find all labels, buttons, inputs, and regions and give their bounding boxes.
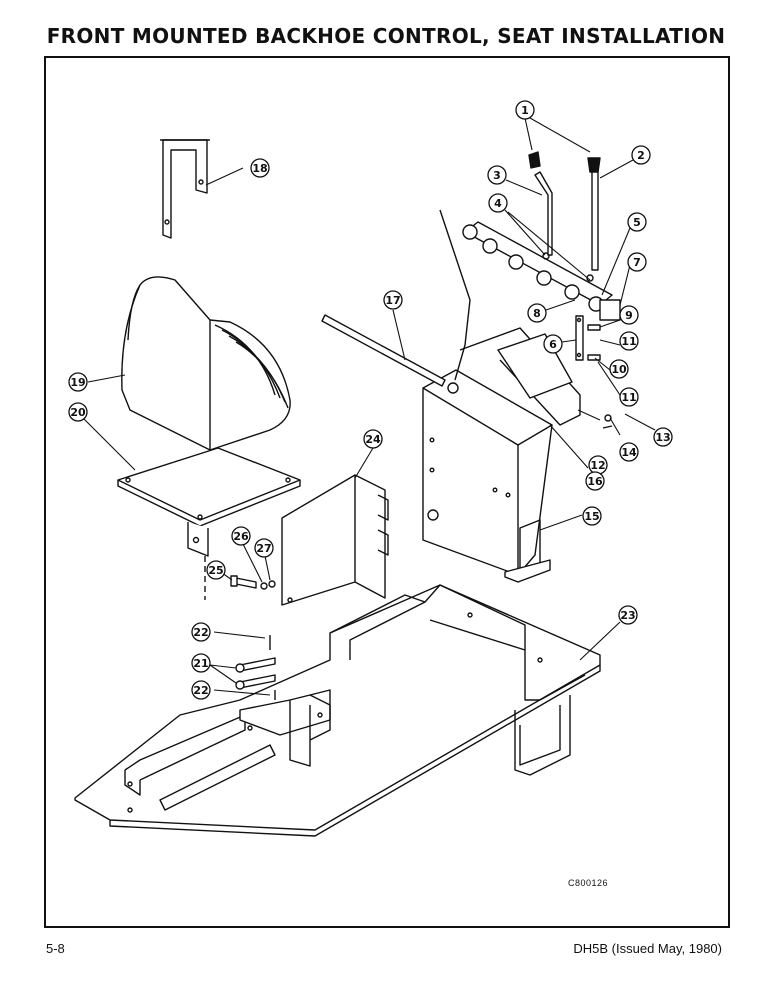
diagram-frame (44, 56, 730, 928)
callout-14: 14 (619, 442, 639, 462)
callout-3: 3 (487, 165, 507, 185)
part-control-box-15 (422, 327, 581, 583)
callout-17: 17 (383, 290, 403, 310)
callout-5: 5 (627, 212, 647, 232)
callout-12: 12 (588, 455, 608, 475)
callout-11b: 11 (619, 387, 639, 407)
part-seat-plate-20 (117, 447, 301, 600)
callout-21: 21 (191, 653, 211, 673)
leader-lines (82, 117, 656, 696)
svg-text:12: 12 (590, 459, 605, 472)
callout-18: 18 (250, 158, 270, 178)
svg-text:15: 15 (584, 510, 599, 523)
callout-27: 27 (254, 538, 274, 558)
callout-25: 25 (206, 560, 226, 580)
svg-text:9: 9 (625, 309, 633, 322)
callout-11a: 11 (619, 331, 639, 351)
svg-text:19: 19 (70, 376, 85, 389)
callout-8: 8 (527, 303, 547, 323)
callout-22b: 22 (191, 680, 211, 700)
svg-text:5: 5 (633, 216, 641, 229)
part-bolts-21 (235, 635, 276, 700)
svg-text:13: 13 (655, 431, 670, 444)
callout-24: 24 (363, 429, 383, 449)
svg-text:26: 26 (233, 530, 249, 543)
part-bracket-18 (160, 139, 210, 239)
page-title: FRONT MOUNTED BACKHOE CONTROL, SEAT INST… (46, 24, 726, 48)
svg-text:11: 11 (621, 335, 636, 348)
svg-text:23: 23 (620, 609, 635, 622)
callout-7: 7 (627, 252, 647, 272)
callout-22a: 22 (191, 622, 211, 642)
callout-13: 13 (653, 427, 673, 447)
callout-markers: 1 2 3 4 5 7 8 9 6 11 10 11 13 14 12 16 1… (68, 100, 673, 700)
callout-6: 6 (543, 334, 563, 354)
svg-text:3: 3 (493, 169, 501, 182)
svg-text:7: 7 (633, 256, 641, 269)
document-reference: DH5B (Issued May, 1980) (573, 941, 722, 956)
callout-10: 10 (609, 359, 629, 379)
part-seat-19 (121, 276, 291, 451)
svg-text:20: 20 (70, 406, 86, 419)
callout-19: 19 (68, 372, 88, 392)
part-link-6 (575, 315, 584, 361)
svg-text:4: 4 (494, 197, 502, 210)
svg-text:17: 17 (385, 294, 400, 307)
svg-text:11: 11 (621, 391, 636, 404)
svg-text:8: 8 (533, 307, 541, 320)
callout-1: 1 (515, 100, 535, 120)
part-floor-plate-23 (74, 584, 601, 837)
svg-text:27: 27 (256, 542, 271, 555)
drawing-code: C800126 (568, 878, 609, 888)
svg-text:25: 25 (208, 564, 223, 577)
svg-text:14: 14 (621, 446, 637, 459)
part-rod-17 (321, 314, 446, 387)
svg-text:2: 2 (637, 149, 645, 162)
svg-text:22: 22 (193, 684, 208, 697)
callout-4: 4 (488, 193, 508, 213)
page-number: 5-8 (46, 941, 65, 956)
callout-15: 15 (582, 506, 602, 526)
svg-text:1: 1 (521, 104, 529, 117)
part-bolt-25 (230, 575, 276, 590)
svg-text:22: 22 (193, 626, 208, 639)
part-backplate (439, 209, 471, 381)
callout-16: 16 (585, 471, 605, 491)
callout-9: 9 (619, 305, 639, 325)
part-lever-3 (534, 171, 553, 256)
callout-20: 20 (68, 402, 88, 422)
svg-text:18: 18 (252, 162, 267, 175)
callout-26: 26 (231, 526, 251, 546)
svg-text:24: 24 (365, 433, 381, 446)
svg-text:16: 16 (587, 475, 603, 488)
svg-text:10: 10 (611, 363, 627, 376)
part-panel-24 (281, 474, 389, 606)
svg-text:6: 6 (549, 338, 557, 351)
callout-23: 23 (618, 605, 638, 625)
part-pins-9-11 (587, 324, 613, 429)
part-knob-1 (528, 151, 541, 169)
svg-text:21: 21 (193, 657, 208, 670)
callout-2: 2 (631, 145, 651, 165)
part-lever-2 (587, 157, 601, 271)
